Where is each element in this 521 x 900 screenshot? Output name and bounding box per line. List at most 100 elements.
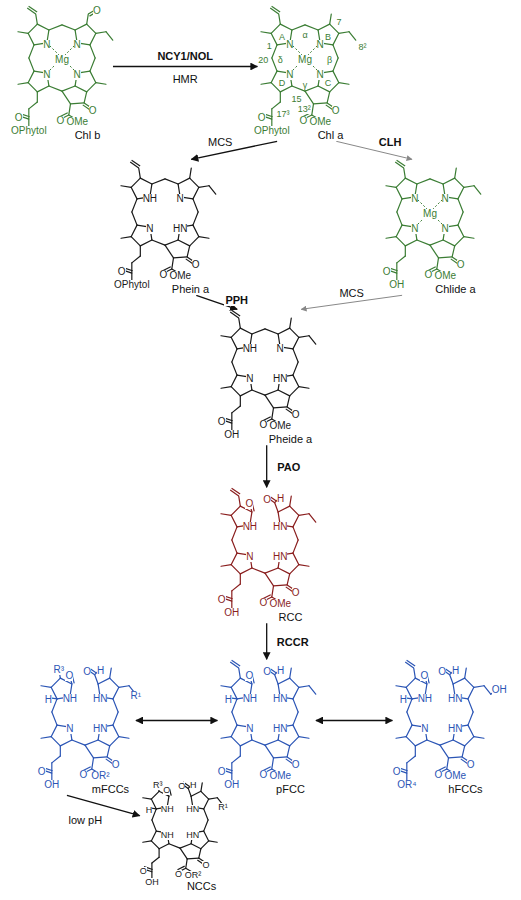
bond-line (293, 687, 299, 699)
bond-line (465, 678, 474, 687)
atom-label-holder: O (218, 762, 226, 778)
bond-line (37, 86, 49, 92)
atom-label-holder: NH (161, 799, 174, 815)
bond-line (278, 568, 290, 574)
atom-label-holder: N (442, 189, 449, 205)
bond-line (252, 329, 265, 334)
atom-label-holder: O (112, 755, 120, 771)
atom-label: NH (418, 694, 432, 704)
bond-line (240, 328, 252, 334)
name-holder: pFCC (275, 780, 306, 796)
atom-label-holder: O (332, 101, 340, 117)
bond-line (464, 237, 474, 239)
bond-line (406, 678, 415, 687)
bond-line (152, 809, 156, 820)
bond-line (465, 668, 467, 678)
bond-line (440, 740, 453, 745)
bond-line (94, 756, 108, 758)
atom-label: O (79, 770, 87, 780)
atom-label-holder: HN (186, 799, 199, 815)
name-holder: mFCCs (91, 780, 130, 796)
atom-label-holder: N (74, 65, 81, 81)
bond-line (299, 387, 309, 389)
atom-label: OPhytol (254, 126, 290, 136)
bond-line (430, 240, 443, 245)
atom-label-holder: δ (278, 50, 283, 66)
bond-line (272, 758, 274, 769)
atom-label: O (420, 671, 428, 681)
atom-label: B (325, 33, 331, 42)
bond-line (131, 187, 137, 199)
bond-line (468, 687, 474, 699)
atom-label: O (457, 260, 465, 270)
bond-line (28, 109, 29, 119)
atom-label-holder: HMR (173, 70, 198, 86)
bond-line (240, 396, 241, 406)
bond-line (407, 756, 416, 763)
atom-label-holder: O (159, 265, 167, 281)
bond-line (287, 396, 290, 407)
atom-label-holder: OPhytol (11, 121, 47, 137)
bond-line (107, 746, 110, 757)
bond-line (165, 245, 174, 258)
bond-line (396, 737, 406, 739)
atom-label-holder: O (467, 755, 475, 771)
bond-line (406, 737, 415, 746)
atom-label-holder: O (65, 666, 73, 682)
bond-line (28, 83, 37, 92)
bond-line (327, 92, 330, 103)
atom-label: O (259, 420, 267, 430)
bond-line (90, 45, 95, 58)
atom-label-holder: N (246, 547, 253, 563)
bond-line (231, 328, 240, 337)
bond-line (240, 390, 252, 396)
name-holder: Chl a (317, 126, 345, 142)
bond-line (275, 503, 278, 512)
bond-line (209, 841, 218, 842)
atom-label: OH (389, 280, 404, 290)
atom-label-holder: N (246, 369, 253, 385)
bond-line (41, 686, 51, 688)
atom-label: H (97, 666, 104, 676)
bond-line (193, 212, 198, 225)
double-bond-line (397, 160, 406, 166)
bond-line (252, 390, 265, 395)
bond-line (272, 408, 274, 419)
atom-label: 1 (267, 42, 272, 51)
bond-line (232, 699, 237, 712)
bond-line (187, 246, 190, 257)
atom-label-holder: N (286, 65, 293, 81)
bond-line (49, 25, 62, 30)
bond-line (98, 678, 110, 684)
bond-line (278, 328, 290, 334)
atom-label: A (279, 33, 285, 42)
bond-line (131, 178, 140, 187)
bond-line (178, 240, 190, 246)
bond-line (75, 24, 87, 30)
bond-line (406, 763, 407, 773)
bond-line (272, 58, 277, 71)
bond-line (330, 14, 332, 24)
atom-label: OMe (269, 421, 291, 431)
bond-line (293, 540, 298, 553)
double-bond-line (27, 8, 36, 14)
atom-label-holder: R¹ (130, 686, 141, 702)
bond-line (299, 514, 309, 516)
double-bond-line (405, 662, 414, 668)
atom-label: R³ (153, 781, 163, 790)
bond-line (232, 362, 237, 375)
bond-line (201, 783, 202, 792)
bond-line (293, 337, 299, 349)
bond-line (190, 168, 192, 178)
bond-line (231, 565, 240, 574)
bond-line (318, 24, 330, 30)
bond-line (71, 102, 85, 104)
bond-line (293, 375, 299, 387)
enzyme-label-holder: NCY1/NOL (156, 47, 214, 63)
atom-label: 15 (291, 95, 301, 104)
atom-label-holder: HN (273, 369, 287, 385)
bond-line (96, 83, 106, 85)
reaction-arrow (67, 795, 140, 815)
bond-line (293, 362, 298, 375)
